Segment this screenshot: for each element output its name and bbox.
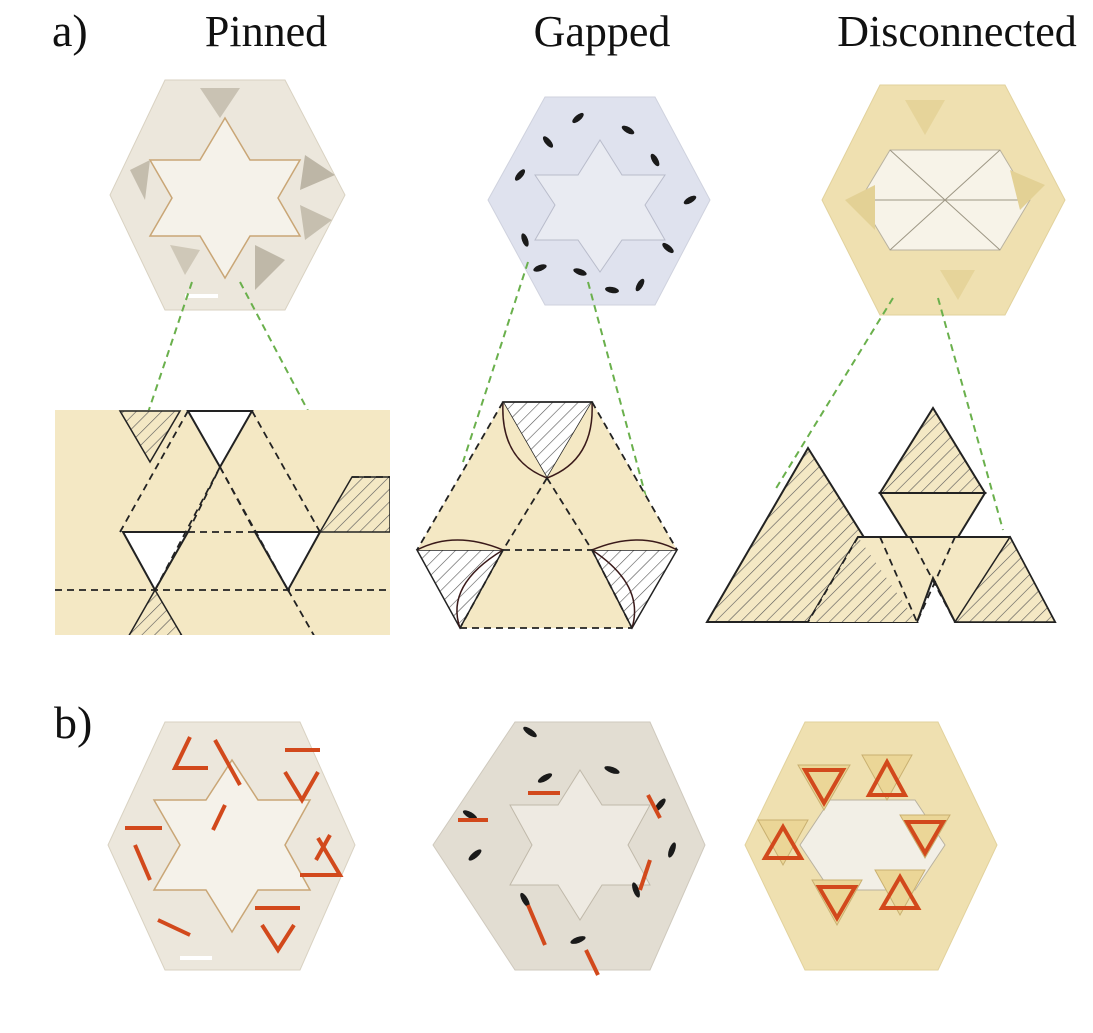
- crease-pattern-pinned: [55, 410, 390, 635]
- crease-pattern-gapped: [415, 401, 679, 630]
- photo-disconnected-bottom: [744, 721, 998, 971]
- column-title-disconnected: Disconnected: [837, 7, 1077, 56]
- crease-pattern-disconnected: [705, 406, 1057, 623]
- panel-label-b: b): [54, 697, 93, 748]
- photo-pinned-top: [109, 79, 346, 311]
- photo-pinned-bottom: [107, 721, 356, 971]
- photo-gapped-top: [487, 96, 711, 306]
- photo-gapped-bottom: [432, 721, 706, 976]
- column-title-gapped: Gapped: [533, 7, 671, 56]
- column-title-pinned: Pinned: [204, 7, 328, 56]
- photo-disconnected-top: [821, 84, 1066, 316]
- panel-label-a: a): [52, 5, 88, 56]
